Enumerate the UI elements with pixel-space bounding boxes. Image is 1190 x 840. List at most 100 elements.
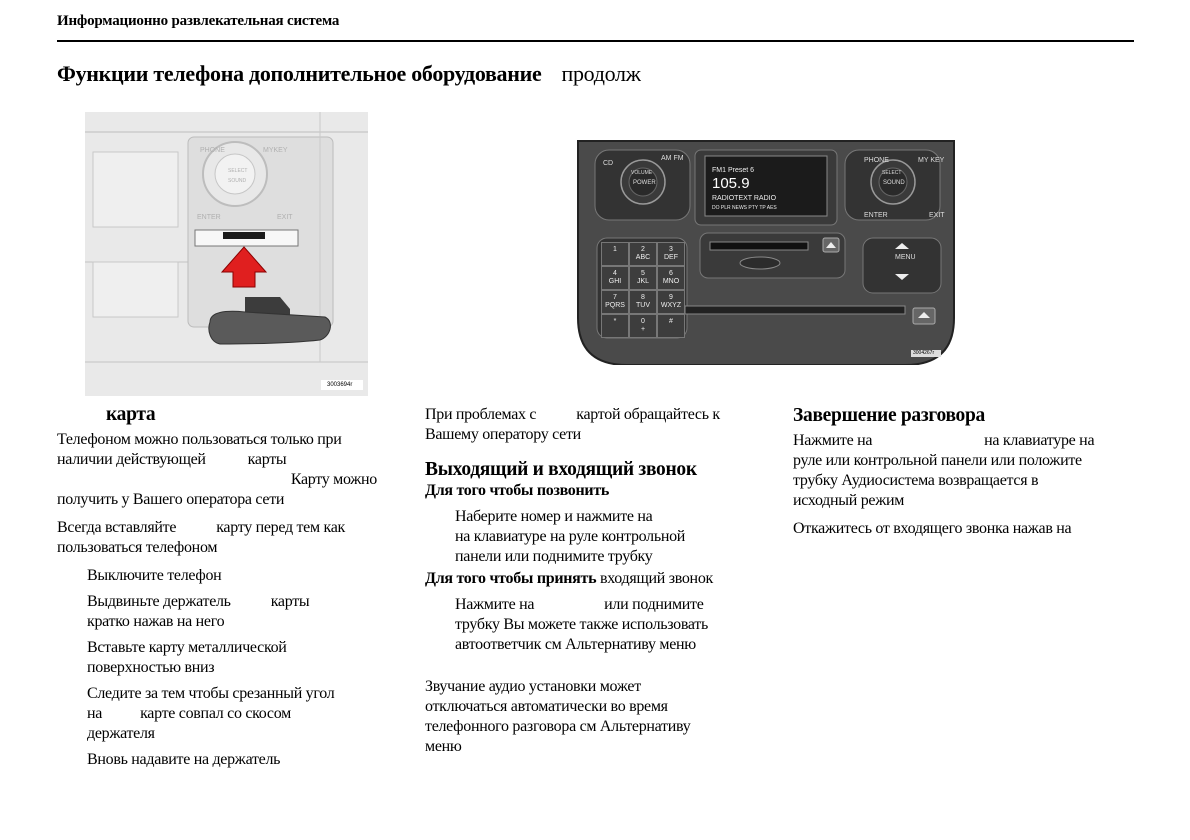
text-fragment: Выдвиньте держатель (87, 593, 231, 610)
keypad-letters: ABC (635, 254, 651, 261)
column-sim-card: карта Телефоном можно пользоваться тольк… (57, 404, 397, 776)
keypad-digit: 5 (641, 270, 645, 277)
panel-label-power: POWER (633, 180, 656, 186)
keypad-digit: 7 (613, 294, 617, 301)
keypad-key: 0+ (629, 314, 657, 338)
figure-code: 3003694r (327, 382, 353, 388)
svg-text:PHONE: PHONE (200, 147, 225, 154)
text-fragment: Следите за тем чтобы срезанный угол (87, 685, 335, 702)
text-fragment: При проблемах с (425, 406, 537, 423)
panel-label-phone: PHONE (864, 157, 889, 164)
text-line: наличии действующей карты (57, 450, 397, 470)
text-fragment: Нажмите на (455, 596, 535, 613)
text-fragment: входящий звонок (596, 570, 713, 587)
text-line: на клавиатуре на руле контрольной (455, 528, 686, 545)
text-fragment: Выключите телефон (87, 567, 222, 584)
paragraph-audio-mute-note: Звучание аудио установки может отключать… (425, 677, 770, 757)
keypad-key: 1 (601, 242, 629, 266)
keypad-letters: MNO (662, 278, 680, 285)
panel-label-amfm: AM FM (661, 155, 684, 162)
sim-holder-drawing: PHONE MYKEY SELECT SOUND ENTER EXIT (85, 112, 368, 396)
text-fragment: Вставьте карту металлической (87, 639, 287, 656)
step-item: Выключите телефон (87, 566, 397, 586)
text-line: отключаться автоматически во время (425, 698, 668, 715)
text-fragment-bold: Для того чтобы принять (425, 570, 597, 587)
display-line-1: FM1 Preset 6 (712, 167, 755, 174)
panel-label-sound: SOUND (883, 180, 905, 186)
keypad-digit: 2 (641, 246, 645, 253)
text-fragment: или поднимите (604, 596, 704, 613)
text-line: руле или контрольной панели или положите (793, 452, 1082, 469)
heading-end-call: Завершение разговора (793, 405, 985, 426)
heading-calls: Выходящий и входящий звонок (425, 459, 697, 480)
text-fragment: Нажмите на (793, 432, 873, 449)
text-line: Карту можно (290, 471, 377, 488)
text-line: Телефоном можно пользоваться только при (57, 431, 342, 448)
column-end-call: Завершение разговора Нажмите на на клавиа… (793, 405, 1138, 539)
text-fragment: на (87, 705, 103, 722)
panel-label-select: SELECT (882, 170, 902, 176)
keypad-digit: 6 (669, 270, 673, 277)
panel-label-enter: ENTER (864, 212, 888, 219)
keypad-digit: 9 (669, 294, 673, 301)
paragraph-reject-call: Откажитесь от входящего звонка нажав на (793, 520, 1072, 537)
text-line: трубку Аудиосистема возвращается в (793, 472, 1039, 489)
text-line: Вашему оператору сети (425, 426, 581, 443)
text-line: панели или поднимите трубку (455, 548, 653, 565)
text-fragment: наличии действующей (57, 451, 206, 468)
text-fragment: кратко нажав на него (87, 613, 225, 630)
keypad-letters: TUV (636, 302, 650, 309)
keypad-letters: PQRS (605, 302, 625, 309)
panel-label-mykey: MY KEY (918, 157, 945, 164)
paragraph-card-intro: Телефоном можно пользоваться только при … (57, 430, 397, 510)
keypad-letters: + (640, 326, 646, 333)
text-fragment: карты (247, 451, 287, 468)
text-line: меню (425, 738, 462, 755)
text-line: исходный режим (793, 492, 905, 509)
svg-text:SELECT: SELECT (228, 168, 247, 174)
keypad-key: * (601, 314, 629, 338)
keypad-digit: 1 (613, 246, 617, 253)
keypad-digit: 3 (669, 246, 673, 253)
header-rule (57, 40, 1134, 42)
text-fragment: карте совпал со скосом (140, 705, 291, 722)
svg-text:SOUND: SOUND (228, 178, 246, 184)
svg-text:EXIT: EXIT (277, 214, 293, 221)
paragraph-answer-call: Нажмите на или поднимите трубку Вы можете… (425, 595, 770, 655)
text-line: Звучание аудио установки может (425, 678, 641, 695)
keypad-digit: 4 (613, 270, 617, 277)
audio-control-panel-illustration: CD AM FM VOLUME POWER PHONE MY KEY SELEC… (575, 138, 957, 366)
panel-label-menu: MENU (895, 254, 916, 261)
text-fragment: Всегда вставляйте (57, 519, 177, 536)
text-fragment: карту перед тем как (216, 519, 346, 536)
text-line: автоответчик см Альтернативу меню (455, 636, 696, 653)
text-line: пользоваться телефоном (57, 539, 218, 556)
running-header: Информационно развлекательная система (57, 13, 340, 29)
sim-card-holder-illustration: PHONE MYKEY SELECT SOUND ENTER EXIT 3003… (85, 112, 368, 396)
keypad-letters: JKL (636, 278, 650, 285)
keypad-digit: 0 (641, 318, 645, 325)
display-line-2: 105.9 (712, 175, 750, 192)
page-title-continued: продолж (561, 61, 641, 86)
page-title-main: Функции телефона дополнительное оборудов… (57, 61, 542, 86)
panel-label-cd: CD (603, 160, 614, 167)
text-line: Нажмите на на клавиатуре на (793, 431, 1138, 451)
display-line-4: DO PLR NEWS PTY TP AES (712, 205, 777, 211)
text-line: Нажмите на или поднимите (455, 595, 770, 615)
panel-label-exit: EXIT (929, 212, 945, 219)
svg-text:ENTER: ENTER (197, 214, 221, 221)
text-line: трубку Вы можете также использовать (455, 616, 708, 633)
text-fragment: на клавиатуре на (984, 432, 1095, 449)
panel-label-volume: VOLUME (631, 170, 653, 176)
keypad-digit: 8 (641, 294, 645, 301)
text-line: Наберите номер и нажмите на (455, 508, 653, 525)
